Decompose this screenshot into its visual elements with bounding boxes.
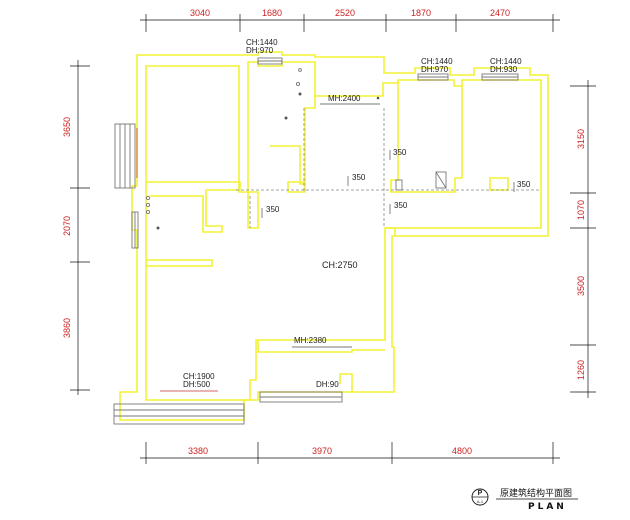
label-step-350-d: 350: [394, 201, 408, 210]
label-step-350-e: 350: [517, 180, 531, 189]
drawing-caption: 原建筑结构平面图: [500, 487, 572, 499]
label-dh-90: DH:90: [316, 380, 339, 389]
label-ch-2750: CH:2750: [322, 260, 358, 270]
dim-bottom-1: 3380: [188, 446, 208, 456]
dim-left-2: 2070: [62, 216, 72, 236]
fixtures-and-openings: [113, 57, 540, 425]
label-step-350-b: 350: [352, 173, 366, 182]
dim-bottom-2: 3970: [312, 446, 332, 456]
bottom-dimension-chain: 3380 3970 4800: [140, 442, 560, 464]
walls: [119, 51, 549, 421]
dim-top-1: 3040: [190, 8, 210, 18]
drawing-plan-word: PLAN: [528, 502, 567, 512]
top-dimension-chain: 3040 1680 2520 1870 2470: [140, 8, 560, 32]
dim-right-3: 3500: [576, 276, 586, 296]
dim-right-4: 1260: [576, 360, 586, 380]
label-step-350-c: 350: [266, 205, 280, 214]
title-block: P A-1 原建筑结构平面图 PLAN: [471, 487, 578, 512]
dim-left-1: 3650: [62, 117, 72, 137]
label-dh-970-b: DH:970: [421, 65, 449, 74]
dim-top-4: 1870: [411, 8, 431, 18]
label-ch-1900: CH:1900: [183, 372, 215, 381]
label-dh-930: DH:930: [490, 65, 518, 74]
label-ch-1440-b: CH:1440: [421, 57, 453, 66]
dim-top-3: 2520: [335, 8, 355, 18]
right-dimension-chain: 3150 1070 3500 1260: [570, 80, 596, 398]
label-ch-1440-c: CH:1440: [490, 57, 522, 66]
section-symbol-sub: A-1: [477, 499, 484, 504]
section-symbol-letter: P: [478, 490, 483, 497]
label-ch-1440-a: CH:1440: [246, 38, 278, 47]
dim-right-2: 1070: [576, 200, 586, 220]
dim-left-3: 3860: [62, 318, 72, 338]
label-step-350-a: 350: [393, 148, 407, 157]
label-mh-2400: MH:2400: [328, 94, 361, 103]
annotations: CH:1440 DH:970 CH:1440 DH:970 CH:1440 DH…: [183, 38, 531, 389]
label-dh-970-a: DH:970: [246, 46, 274, 55]
dim-top-2: 1680: [262, 8, 282, 18]
label-dh-500: DH:500: [183, 380, 211, 389]
left-dimension-chain: 3650 2070 3860: [62, 60, 90, 395]
dim-bottom-3: 4800: [452, 446, 472, 456]
label-mh-2380: MH:2380: [294, 336, 327, 345]
dim-right-1: 3150: [576, 129, 586, 149]
dim-top-5: 2470: [490, 8, 510, 18]
